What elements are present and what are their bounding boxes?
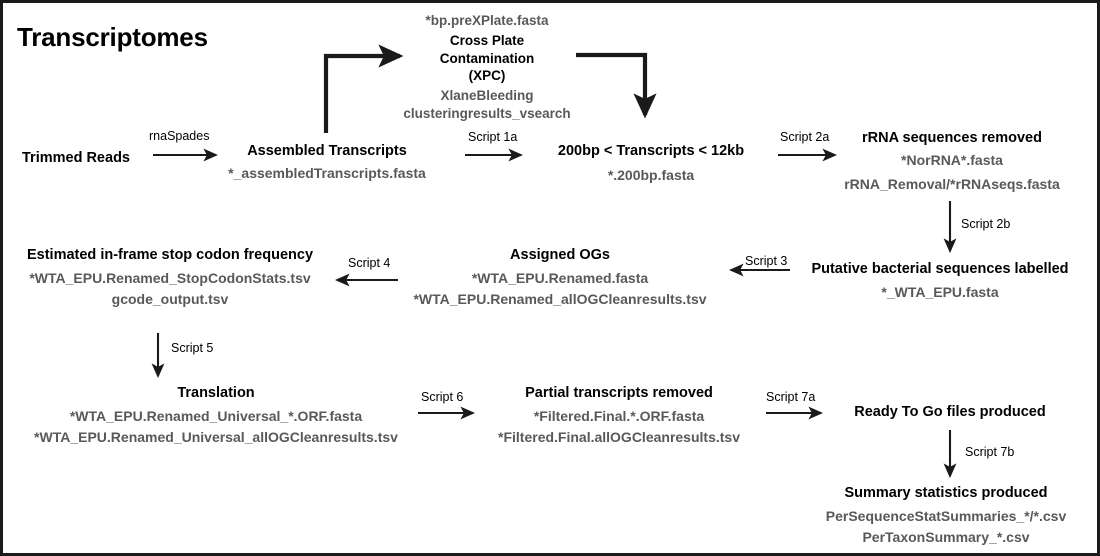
node-file-2: *Filtered.Final.allOGCleanresults.tsv (498, 428, 740, 445)
node-file-1: PerSequenceStatSummaries_*/*.csv (825, 508, 1067, 525)
node-title: Trimmed Reads (22, 150, 130, 166)
node-partial-transcripts-removed: Partial transcripts removed *Filtered.Fi… (469, 384, 769, 446)
node-title: Summary statistics produced (844, 485, 1048, 501)
node-summary-statistics: Summary statistics produced PerSequenceS… (793, 484, 1097, 546)
node-title-line-2: Contamination (439, 50, 535, 66)
edge-label-rnaspades: rnaSpades (149, 129, 210, 143)
edge-label-script-3: Script 3 (745, 254, 788, 268)
edge-label-script-2b: Script 2b (961, 217, 1011, 231)
node-title: 200bp < Transcripts < 12kb (557, 143, 745, 159)
node-file: *_assembledTranscripts.fasta (228, 165, 426, 182)
node-assembled-transcripts: Assembled Transcripts *_assembledTranscr… (189, 142, 465, 183)
node-file-1: XlaneBleeding (440, 88, 534, 104)
node-title-line-1: Cross Plate (449, 32, 525, 48)
node-transcript-size-filter: 200bp < Transcripts < 12kb *.200bp.fasta (525, 142, 777, 185)
node-file-2: *WTA_EPU.Renamed_Universal_allOGCleanres… (34, 428, 398, 445)
edge-label-script-4: Script 4 (348, 256, 391, 270)
node-file-2: rRNA_Removal/*rRNAseqs.fasta (844, 175, 1060, 192)
edge-label-script-5: Script 5 (171, 341, 214, 355)
page-title: Transcriptomes (17, 22, 208, 52)
node-title: Partial transcripts removed (525, 385, 713, 401)
edge-label-script-6: Script 6 (421, 390, 464, 404)
edge-label-script-2a: Script 2a (780, 130, 830, 144)
node-file-1: *WTA_EPU.Renamed.fasta (471, 270, 649, 287)
node-file-1: *NorRNA*.fasta (901, 152, 1003, 169)
edge-label-script-7a: Script 7a (766, 390, 816, 404)
node-title: Ready To Go files produced (854, 404, 1046, 420)
node-file-2: clusteringresults_vsearch (403, 106, 571, 122)
node-title: Assigned OGs (510, 247, 610, 263)
node-title: Assembled Transcripts (247, 143, 407, 159)
node-rrna-removed: rRNA sequences removed *NorRNA*.fasta rR… (831, 129, 1073, 193)
node-file-1: *Filtered.Final.*.ORF.fasta (533, 408, 705, 425)
node-assigned-ogs: Assigned OGs *WTA_EPU.Renamed.fasta *WTA… (395, 246, 725, 308)
node-stop-codon-frequency: Estimated in-frame stop codon frequency … (5, 246, 335, 308)
node-file-2: gcode_output.tsv (111, 290, 229, 307)
node-title-line-3: (XPC) (468, 68, 506, 84)
node-file-1: *WTA_EPU.Renamed_Universal_*.ORF.fasta (69, 408, 363, 425)
node-file: *_WTA_EPU.fasta (881, 284, 999, 301)
edge-label-script-1a: Script 1a (468, 130, 518, 144)
node-title: Estimated in-frame stop codon frequency (26, 247, 314, 263)
node-title: rRNA sequences removed (862, 130, 1042, 146)
node-trimmed-reads: Trimmed Reads (3, 149, 149, 168)
node-file: *.200bp.fasta (607, 167, 695, 184)
node-file-1: *WTA_EPU.Renamed_StopCodonStats.tsv (29, 270, 311, 287)
node-title: Putative bacterial sequences labelled (811, 261, 1069, 277)
edge-label-script-7b: Script 7b (965, 445, 1015, 459)
node-ready-to-go: Ready To Go files produced (825, 403, 1075, 422)
node-file-2: *WTA_EPU.Renamed_allOGCleanresults.tsv (413, 290, 707, 307)
node-translation: Translation *WTA_EPU.Renamed_Universal_*… (5, 384, 427, 446)
node-title: Translation (177, 385, 255, 401)
node-file-above: *bp.preXPlate.fasta (425, 13, 549, 28)
node-bacterial-labelled: Putative bacterial sequences labelled *_… (793, 260, 1087, 302)
node-cross-plate-contamination: *bp.preXPlate.fasta Cross Plate Contamin… (367, 12, 607, 123)
node-file-2: PerTaxonSummary_*.csv (862, 528, 1030, 545)
